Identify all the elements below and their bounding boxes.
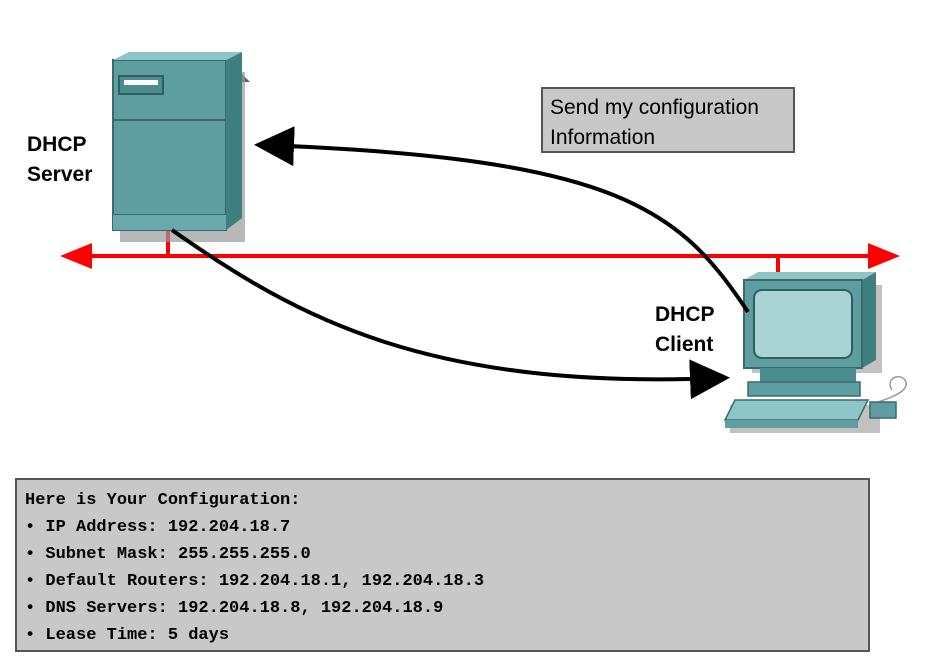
server-label-line2: Server: [27, 163, 93, 186]
configuration-item: • Default Routers: 192.204.18.1, 192.204…: [25, 572, 485, 591]
client-label-line1: DHCP: [655, 303, 715, 326]
request-arrow: [254, 126, 750, 314]
configuration-item-text: DNS Servers: 192.204.18.8, 192.204.18.9: [45, 599, 444, 618]
server-tower-icon: [112, 52, 250, 242]
client-label: DHCP Client: [655, 300, 715, 360]
configuration-item: • Lease Time: 5 days: [25, 626, 230, 645]
configuration-item-text: Subnet Mask: 255.255.255.0: [45, 545, 311, 564]
configuration-item: • DNS Servers: 192.204.18.8, 192.204.18.…: [25, 599, 444, 618]
response-arrow: [170, 228, 730, 400]
desktop-computer-icon: [723, 272, 907, 433]
request-message-line2: Information: [550, 126, 656, 149]
client-label-line2: Client: [655, 333, 714, 356]
configuration-item-text: Default Routers: 192.204.18.1, 192.204.1…: [45, 572, 485, 591]
configuration-item: • Subnet Mask: 255.255.255.0: [25, 545, 311, 564]
configuration-item-text: IP Address: 192.204.18.7: [45, 518, 291, 537]
configuration-box: Here is Your Configuration: • IP Address…: [15, 478, 870, 652]
configuration-item-text: Lease Time: 5 days: [45, 626, 230, 645]
request-message-line1: Send my configuration: [550, 96, 759, 119]
network-arrow-right: [868, 243, 900, 269]
server-label-line1: DHCP: [27, 133, 87, 156]
network-arrow-left: [60, 243, 92, 269]
request-message-box: Send my configuration Information: [541, 87, 795, 153]
server-label: DHCP Server: [27, 130, 92, 190]
configuration-title: Here is Your Configuration:: [25, 491, 301, 510]
configuration-item: • IP Address: 192.204.18.7: [25, 518, 291, 537]
